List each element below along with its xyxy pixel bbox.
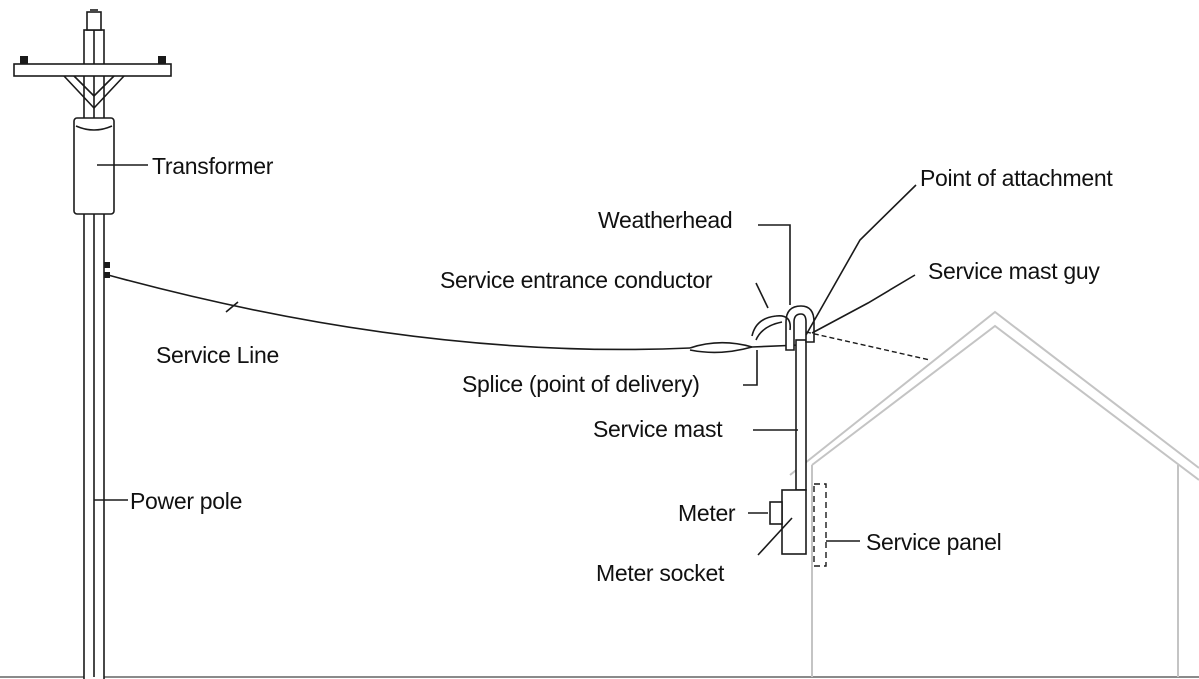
- label-weatherhead: Weatherhead: [598, 207, 732, 233]
- label-service-panel: Service panel: [866, 529, 1001, 555]
- service-panel-box: [813, 483, 827, 567]
- leader-lines: [94, 164, 917, 556]
- label-service-mast: Service mast: [593, 416, 723, 442]
- meter-assembly: [769, 483, 827, 567]
- label-service-mast-guy: Service mast guy: [928, 258, 1100, 284]
- label-meter: Meter: [678, 500, 736, 526]
- service-mast-guy-wire: [805, 331, 931, 361]
- label-transformer: Transformer: [152, 153, 274, 179]
- house-outline: [789, 310, 1199, 677]
- label-meter-socket: Meter socket: [596, 560, 725, 586]
- label-splice: Splice (point of delivery): [462, 371, 700, 397]
- label-power-pole: Power pole: [130, 488, 242, 514]
- label-point-of-attachment: Point of attachment: [920, 165, 1113, 191]
- label-service-line: Service Line: [156, 342, 279, 368]
- service-mast-assembly: [751, 305, 931, 491]
- label-service-entrance-conductor: Service entrance conductor: [440, 267, 713, 293]
- power-pole: [13, 9, 172, 679]
